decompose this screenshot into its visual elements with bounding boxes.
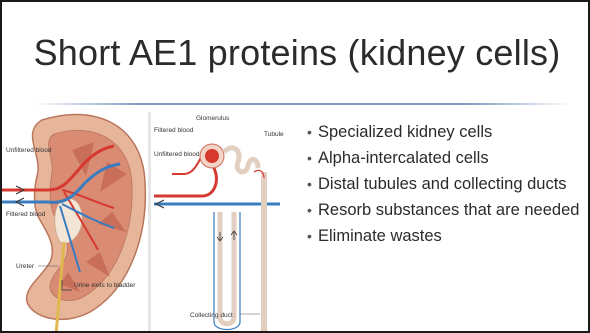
loop-of-henle	[220, 212, 234, 324]
proximal-tubule	[224, 148, 258, 172]
bullet-eliminate-wastes: Eliminate wastes	[307, 225, 590, 247]
label-tubule: Tubule	[264, 131, 284, 138]
label-collecting-duct: Collecting duct	[190, 312, 233, 319]
panel-divider	[148, 112, 151, 333]
label-filtered-blood-1: Filtered blood	[6, 211, 46, 218]
bullet-specialized-kidney-cells: Specialized kidney cells	[307, 121, 590, 143]
nephron-panel: Glomerulus Tubule Filtered blood Unfilte…	[154, 115, 284, 333]
label-unfiltered-blood-1: Unfiltered blood	[6, 147, 52, 154]
bullet-alpha-intercalated-cells: Alpha-intercalated cells	[307, 147, 590, 169]
illustration-svg: Unfiltered blood Filtered blood Ureter U…	[2, 112, 298, 333]
bullet-distal-tubules: Distal tubules and collecting ducts	[307, 173, 590, 195]
bullet-list: Specialized kidney cells Alpha-intercala…	[307, 121, 590, 251]
bullet-resorb-substances: Resorb substances that are needed	[307, 199, 590, 221]
label-glomerulus: Glomerulus	[196, 115, 230, 122]
title-divider	[32, 103, 572, 105]
label-urine-exits: Urine exits to bladder	[74, 282, 136, 289]
label-ureter: Ureter	[16, 263, 35, 270]
slide-title: Short AE1 proteins (kidney cells)	[2, 32, 590, 74]
afferent-arteriole	[172, 156, 202, 174]
kidney-panel: Unfiltered blood Filtered blood Ureter U…	[2, 114, 145, 333]
label-filtered-blood-2: Filtered blood	[154, 127, 194, 134]
kidney-nephron-illustration: Unfiltered blood Filtered blood Ureter U…	[2, 112, 298, 333]
nephron-artery	[154, 168, 216, 196]
label-unfiltered-blood-2: Unfiltered blood	[154, 151, 200, 158]
glomerulus	[205, 149, 219, 163]
